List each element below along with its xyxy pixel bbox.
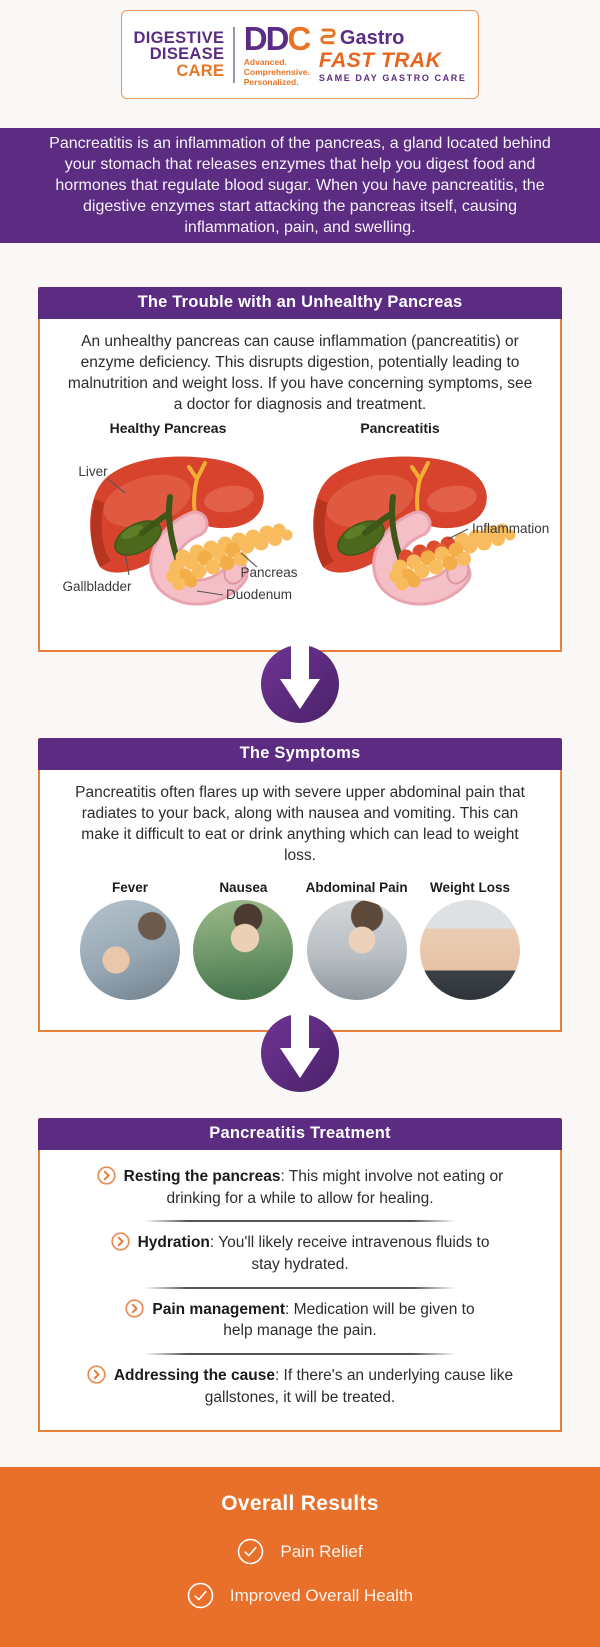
brand-line-1: DIGESTIVE	[133, 29, 225, 48]
healthy-pancreas-diagram: Healthy Pancreas	[62, 420, 298, 606]
result-pain-relief: Pain Relief	[237, 1538, 363, 1565]
intro-text: Pancreatitis is an inflammation of the p…	[49, 134, 551, 237]
treatment-desc: : This might involve not eating or drink…	[166, 1168, 504, 1207]
treatment-item-hydration: Hydration: You'll likely receive intrave…	[100, 1232, 500, 1275]
falciform-ligament	[187, 461, 207, 516]
symptom-label: Nausea	[219, 880, 268, 896]
label-pancreas: Pancreas	[240, 565, 297, 580]
gastro-wordmark: Gastro	[339, 26, 405, 49]
result-label: Pain Relief	[280, 1541, 363, 1561]
chevron-circle-icon	[87, 1365, 106, 1384]
ddc-tagline: Advanced. Comprehensive. Personalized.	[243, 56, 310, 88]
clinic-logo: DIGESTIVE DISEASE CARE DDC Advanced. Com…	[121, 10, 479, 99]
label-inflammation: Inflammation	[472, 521, 549, 536]
section-treatment: Pancreatitis Treatment Resting the pancr…	[38, 1118, 562, 1432]
diagram-title-pancreatitis: Pancreatitis	[360, 420, 440, 436]
chevron-circle-icon	[110, 1232, 130, 1252]
intro-banner: Pancreatitis is an inflammation of the p…	[0, 128, 600, 243]
brand-line-2: DISEASE	[149, 45, 225, 64]
result-label: Improved Overall Health	[229, 1585, 414, 1605]
section-unhealthy-pancreas: The Trouble with an Unhealthy Pancreas A…	[38, 287, 562, 652]
gastro-fast-trak-logo: Gastro FAST TRAK SAME DAY GASTRO CARE	[319, 27, 467, 83]
section-title: The Trouble with an Unhealthy Pancreas	[38, 287, 562, 319]
footer-items: Pain Relief Improved Overall Health	[187, 1538, 413, 1609]
section-body-text: An unhealthy pancreas can cause inflamma…	[67, 333, 533, 414]
treatment-desc: : You'll likely receive intravenous flui…	[209, 1234, 490, 1274]
ddc-monogram: DDC Advanced. Comprehensive. Personalize…	[243, 19, 312, 88]
divider	[144, 1286, 456, 1289]
treatment-term: Pain management	[152, 1300, 286, 1318]
ddc-dd: DD	[243, 19, 290, 57]
diagram-title-healthy: Healthy Pancreas	[110, 420, 227, 436]
section-title: Pancreatitis Treatment	[38, 1118, 562, 1150]
result-improved-health: Improved Overall Health	[187, 1582, 413, 1609]
check-circle-icon	[238, 1538, 264, 1565]
label-liver: Liver	[78, 464, 108, 479]
weight-loss-photo	[419, 900, 520, 1001]
divider	[144, 1220, 456, 1223]
label-duodenum: Duodenum	[226, 587, 292, 602]
ddc-c: C	[287, 19, 311, 57]
section-body-text: Pancreatitis often flares up with severe…	[75, 784, 525, 865]
intestine-icon	[320, 28, 336, 44]
brand-line-3: CARE	[176, 61, 225, 80]
fast-trak-wordmark: FAST TRAK	[318, 48, 442, 72]
fever-photo	[80, 900, 180, 1001]
footer-overall-results: Overall Results Pain Relief Improved Ove…	[0, 1467, 600, 1647]
treatment-term: Hydration	[137, 1234, 210, 1252]
symptom-abdominal-pain: Abdominal Pain	[305, 880, 408, 1001]
symptom-label: Abdominal Pain	[305, 880, 408, 896]
chevron-circle-icon	[97, 1166, 116, 1185]
treatment-desc: : Medication will be given to help manag…	[223, 1300, 475, 1340]
down-arrow-icon	[261, 1014, 339, 1092]
footer-title: Overall Results	[221, 1492, 379, 1515]
symptom-weight-loss: Weight Loss	[419, 880, 520, 1001]
down-arrow-icon	[261, 645, 339, 723]
check-circle-icon	[187, 1582, 214, 1609]
symptom-nausea: Nausea	[193, 880, 294, 1001]
treatment-item-addressing-cause: Addressing the cause: If there's an unde…	[58, 1365, 542, 1408]
chevron-circle-icon	[125, 1299, 145, 1318]
treatment-list: Resting the pancreas: This might involve…	[40, 1150, 560, 1409]
section-title: The Symptoms	[38, 738, 562, 770]
pancreas-diagrams: Healthy Pancreas	[40, 417, 560, 613]
symptom-fever: Fever	[80, 880, 180, 1001]
symptom-label: Fever	[111, 880, 149, 896]
falciform-ligament	[410, 461, 430, 516]
section-symptoms: The Symptoms Pancreatitis often flares u…	[38, 738, 562, 1032]
pancreas-shape	[166, 523, 293, 591]
divider	[144, 1353, 456, 1356]
treatment-item-resting: Resting the pancreas: This might involve…	[69, 1166, 531, 1209]
treatment-desc: : If there's an underlying cause like ga…	[204, 1367, 514, 1406]
symptom-label: Weight Loss	[429, 880, 510, 896]
treatment-term: Resting the pancreas	[123, 1168, 281, 1185]
brand-name: DIGESTIVE DISEASE CARE	[133, 29, 225, 80]
symptom-list: Fever Nausea Abdominal Pain Weight Loss	[40, 880, 560, 1001]
treatment-item-pain-management: Pain management: Medication will be give…	[114, 1299, 486, 1342]
abdominal-pain-photo	[306, 900, 407, 1001]
same-day-tagline: SAME DAY GASTRO CARE	[318, 72, 467, 83]
treatment-term: Addressing the cause	[113, 1367, 275, 1385]
nausea-photo	[193, 900, 294, 1001]
pancreatitis-diagram: Pancreatitis	[313, 420, 549, 606]
pancreas-shape	[389, 523, 516, 591]
label-gallbladder: Gallbladder	[62, 579, 132, 594]
logo-divider	[233, 26, 235, 83]
